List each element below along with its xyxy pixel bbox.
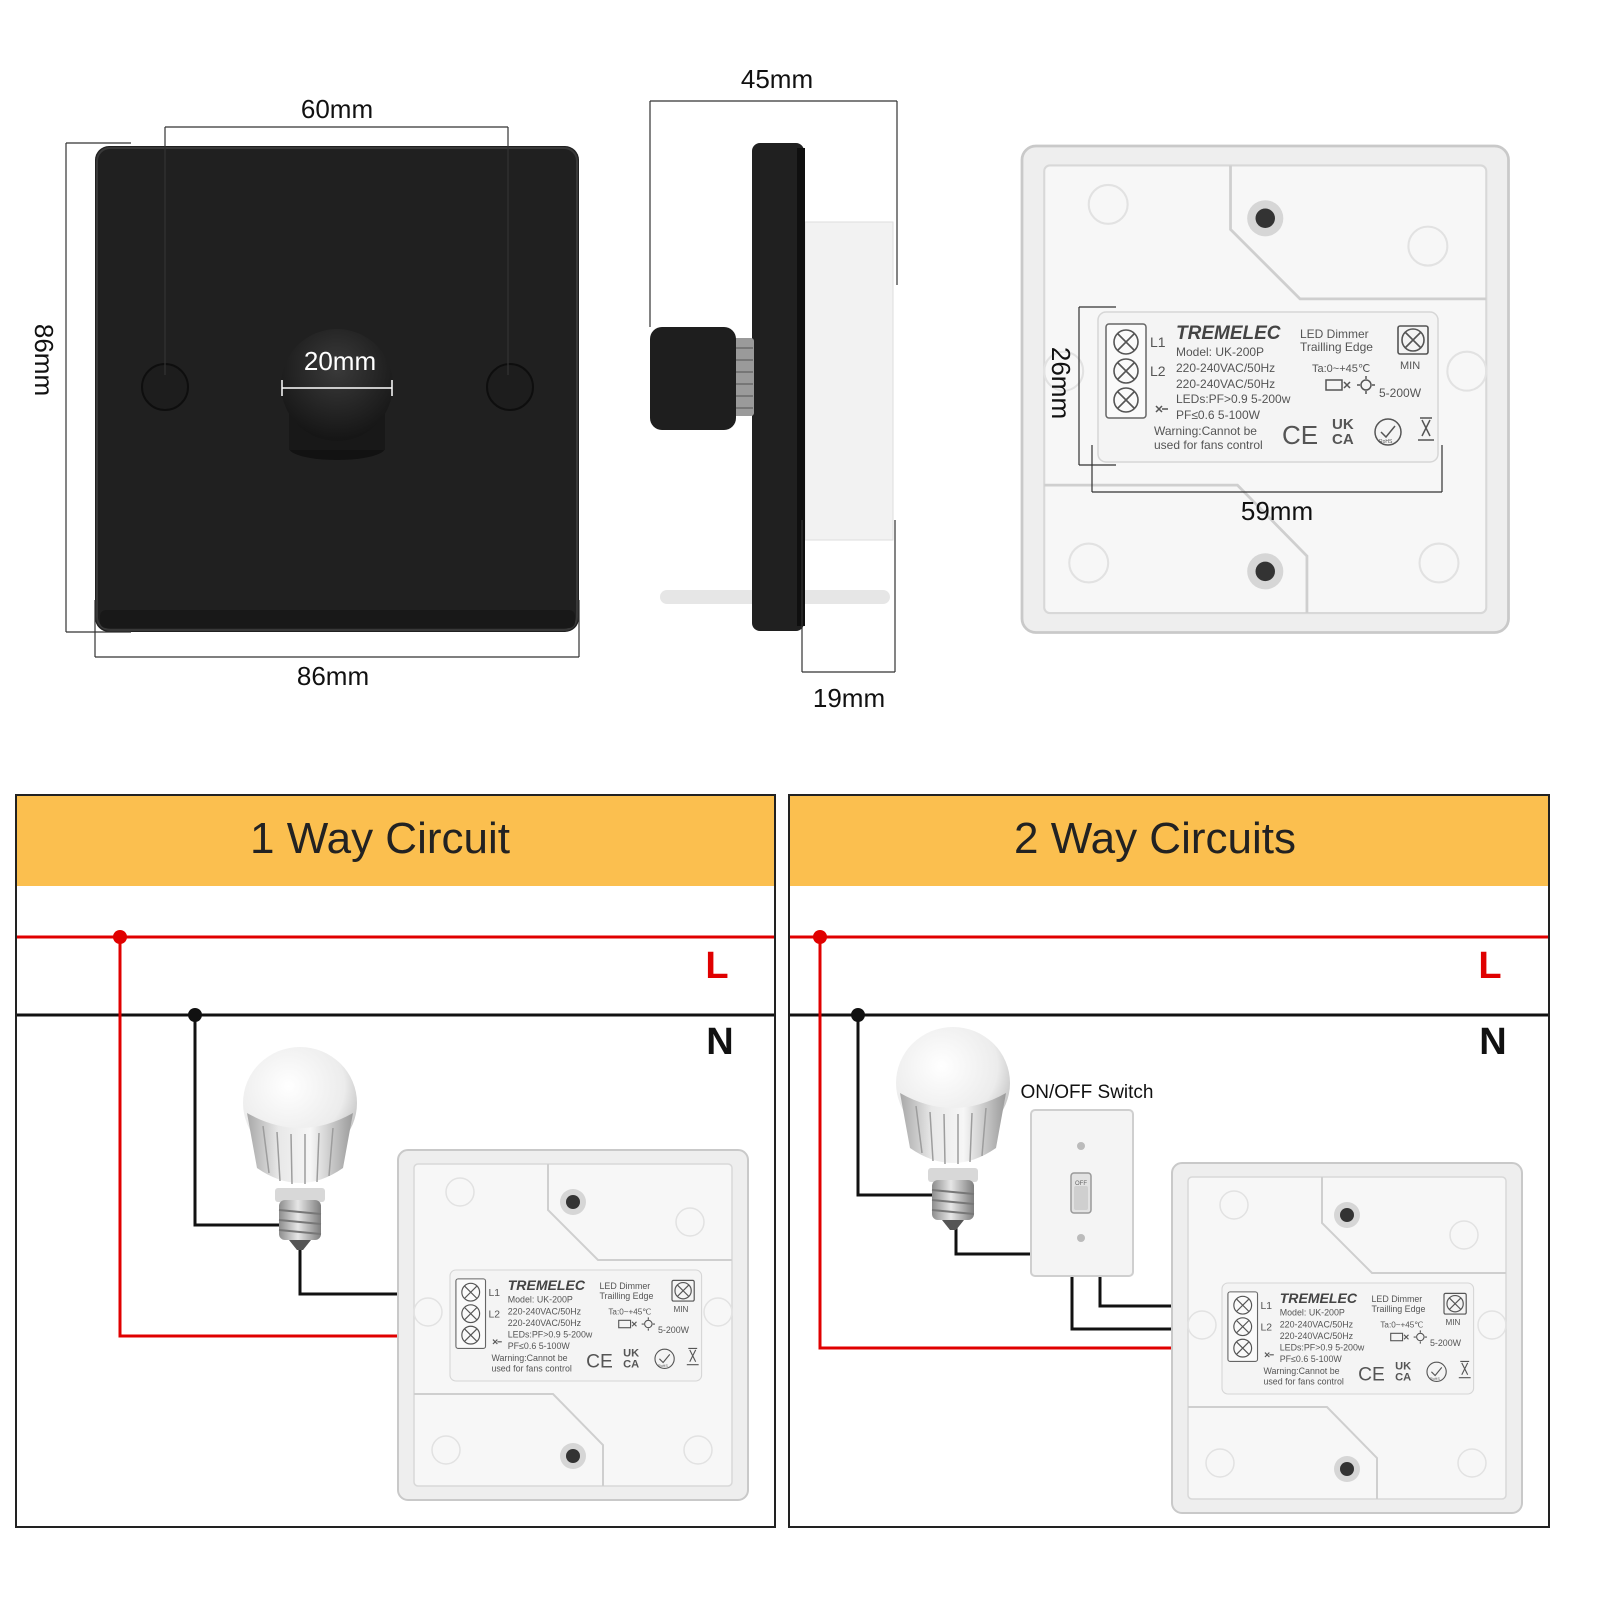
svg-text:CE: CE — [1358, 1365, 1385, 1386]
svg-text:5-200W: 5-200W — [1379, 386, 1422, 400]
side-view — [650, 143, 894, 631]
switch-label: ON/OFF Switch — [1020, 1082, 1153, 1103]
svg-text:used for fans control: used for fans control — [1263, 1376, 1343, 1386]
svg-text:TREMELEC: TREMELEC — [1280, 1290, 1358, 1306]
svg-text:220-240VAC/50Hz: 220-240VAC/50Hz — [1176, 361, 1275, 375]
svg-text:UK: UK — [623, 1348, 639, 1360]
switch-off-text: OFF — [1075, 1181, 1087, 1187]
svg-text:Warning:Cannot be: Warning:Cannot be — [1154, 424, 1257, 438]
back-module-large: L1 L2 TREMELEC Model: UK-200P 220-240VAC… — [1020, 144, 1510, 634]
svg-text:Trailling Edge: Trailling Edge — [599, 1291, 653, 1301]
svg-text:220-240VAC/50Hz: 220-240VAC/50Hz — [1280, 1319, 1353, 1329]
svg-text:L1: L1 — [488, 1288, 500, 1299]
knob-diameter-label: 20mm — [304, 346, 376, 376]
svg-text:Warning:Cannot be: Warning:Cannot be — [1263, 1366, 1339, 1376]
front-dimension-lines — [65, 126, 580, 658]
panel-1-banner — [17, 796, 774, 886]
svg-text:Warning:Cannot be: Warning:Cannot be — [491, 1353, 567, 1363]
svg-text:Ta:0~+45℃: Ta:0~+45℃ — [608, 1307, 651, 1316]
bulb-icon — [896, 1027, 1010, 1230]
svg-text:Model: UK-200P: Model: UK-200P — [1176, 345, 1264, 359]
ce-mark-icon: CE — [1282, 420, 1318, 450]
svg-text:PF≤0.6 5-100W: PF≤0.6 5-100W — [508, 1341, 571, 1351]
svg-text:RoHS: RoHS — [1430, 1377, 1440, 1381]
svg-text:CA: CA — [623, 1359, 639, 1371]
svg-text:L2: L2 — [1260, 1322, 1272, 1333]
dimmer-knob[interactable] — [281, 329, 393, 441]
svg-text:220-240VAC/50Hz: 220-240VAC/50Hz — [1280, 1331, 1353, 1341]
svg-text:220-240VAC/50Hz: 220-240VAC/50Hz — [508, 1306, 581, 1316]
svg-text:LED Dimmer: LED Dimmer — [1371, 1294, 1422, 1304]
svg-text:Model: UK-200P: Model: UK-200P — [508, 1295, 573, 1305]
panel-1-live-label: L — [705, 945, 728, 987]
panel-2-way: 2 Way Circuits L N ON/OFF Switch — [788, 794, 1550, 1528]
svg-text:220-240VAC/50Hz: 220-240VAC/50Hz — [508, 1318, 581, 1328]
module-dimension-lines — [1078, 306, 1443, 493]
svg-text:CE: CE — [586, 1352, 613, 1373]
side-depth-label: 45mm — [741, 64, 813, 94]
svg-text:5-200W: 5-200W — [658, 1325, 690, 1335]
svg-text:used for fans control: used for fans control — [491, 1363, 571, 1373]
module-label-panel-2: L1 L2 TREMELEC Model: UK-200P 220-240VAC… — [1221, 1282, 1475, 1395]
toggle-switch-icon: OFF — [1030, 1109, 1134, 1277]
svg-text:UK: UK — [1395, 1361, 1411, 1373]
svg-text:PF≤0.6 5-100W: PF≤0.6 5-100W — [1280, 1354, 1343, 1364]
svg-text:LEDs:PF>0.9 5-200w: LEDs:PF>0.9 5-200w — [508, 1329, 593, 1339]
ukca-mark-icon: UK — [1332, 416, 1354, 433]
svg-text:L2: L2 — [1150, 363, 1166, 379]
svg-text:Ta:0~+45℃: Ta:0~+45℃ — [1312, 363, 1370, 375]
svg-text:Ta:0~+45℃: Ta:0~+45℃ — [1380, 1320, 1423, 1329]
panel-1-title: 1 Way Circuit — [250, 814, 510, 863]
front-width-label: 86mm — [297, 661, 369, 691]
module-height-label: 26mm — [1046, 347, 1076, 419]
screw-spacing-label: 60mm — [301, 94, 373, 124]
front-height-label: 86mm — [29, 324, 59, 396]
svg-text:LED Dimmer: LED Dimmer — [599, 1281, 650, 1291]
module-label-large: L1 L2 TREMELEC Model: UK-200P 220-240VAC… — [1097, 311, 1439, 463]
svg-text:CA: CA — [1332, 431, 1354, 448]
svg-text:L2: L2 — [488, 1309, 500, 1320]
svg-text:MIN: MIN — [1400, 360, 1420, 372]
svg-text:RoHS: RoHS — [658, 1364, 668, 1368]
svg-text:TREMELEC: TREMELEC — [1176, 323, 1281, 344]
svg-text:L1: L1 — [1150, 334, 1166, 350]
panel-2-live-label: L — [1478, 945, 1501, 987]
panel-2-neutral-label: N — [1479, 1021, 1506, 1063]
panel-2-banner — [790, 796, 1548, 886]
bulb-icon — [243, 1047, 357, 1250]
right-screw-cover — [486, 363, 534, 411]
svg-text:PF≤0.6 5-100W: PF≤0.6 5-100W — [1176, 408, 1261, 422]
svg-text:MIN: MIN — [673, 1305, 688, 1314]
side-knob — [650, 327, 736, 430]
svg-text:used for fans control: used for fans control — [1154, 438, 1263, 452]
svg-text:LED Dimmer: LED Dimmer — [1300, 327, 1369, 341]
svg-text:LEDs:PF>0.9 5-200w: LEDs:PF>0.9 5-200w — [1280, 1342, 1365, 1352]
svg-text:CA: CA — [1395, 1372, 1411, 1384]
side-dimension-lines — [649, 100, 898, 673]
svg-text:Trailling Edge: Trailling Edge — [1371, 1304, 1425, 1314]
svg-text:220-240VAC/50Hz: 220-240VAC/50Hz — [1176, 377, 1275, 391]
module-label-panel-1: L1 L2 TREMELEC Model: UK-200P 220-240VAC… — [449, 1269, 703, 1382]
svg-text:LEDs:PF>0.9 5-200w: LEDs:PF>0.9 5-200w — [1176, 392, 1291, 406]
svg-text:Trailling Edge: Trailling Edge — [1300, 340, 1373, 354]
svg-text:Model: UK-200P: Model: UK-200P — [1280, 1308, 1345, 1318]
backbox-depth-label: 19mm — [813, 683, 885, 713]
svg-text:MIN: MIN — [1445, 1318, 1460, 1327]
svg-text:TREMELEC: TREMELEC — [508, 1277, 586, 1293]
module-width-label: 59mm — [1241, 496, 1313, 526]
svg-text:5-200W: 5-200W — [1430, 1338, 1462, 1348]
svg-text:L1: L1 — [1260, 1301, 1272, 1312]
front-plate — [95, 146, 579, 632]
panel-1-way: 1 Way Circuit L N L1 L2 TREMELE — [15, 794, 776, 1528]
panel-1-neutral-label: N — [706, 1021, 733, 1063]
rohs-icon: RoHS — [1379, 439, 1393, 445]
panel-2-title: 2 Way Circuits — [1014, 814, 1296, 863]
